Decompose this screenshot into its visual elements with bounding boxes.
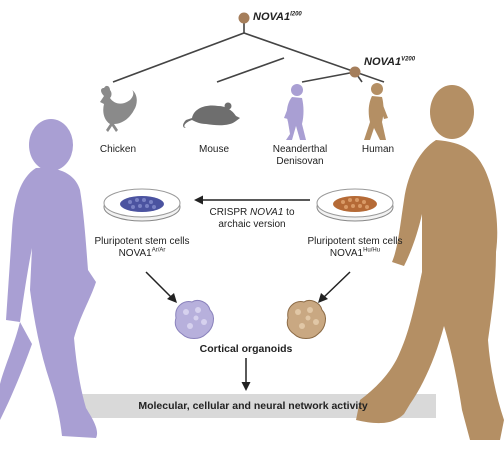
right-cells-gene: NOVA1: [329, 248, 364, 259]
branch-gene-label: NOVA1V200: [364, 56, 415, 68]
crispr-line2: archaic version: [218, 219, 286, 230]
crispr-gene: NOVA1: [250, 207, 284, 218]
human-figure-icon: [364, 83, 388, 140]
branch-gene-name: NOVA1: [364, 56, 402, 68]
petri-dish-icon: [316, 188, 394, 222]
right-cells-allele: Hu/Hu: [363, 247, 381, 254]
arrow-icon: [194, 195, 310, 205]
crispr-label: CRISPR NOVA1 to archaic version: [209, 207, 294, 231]
organoids-label: Cortical organoids: [199, 343, 293, 355]
archaic-human-silhouette: [0, 119, 98, 438]
phylogenetic-tree: [112, 18, 385, 83]
arrow-icon: [318, 271, 351, 303]
mouse-icon: [183, 102, 240, 128]
left-cells-label: Pluripotent stem cells NOVA1Ar/Ar: [94, 236, 189, 260]
left-cells-gene: NOVA1: [118, 248, 152, 259]
organoid-icon: [174, 299, 214, 339]
crispr-prefix: CRISPR: [209, 207, 251, 218]
right-cells-label: Pluripotent stem cells NOVA1Hu/Hu: [307, 236, 402, 260]
species-label-chicken: Chicken: [99, 144, 137, 155]
root-variant: I200: [290, 11, 302, 18]
root-gene-label: NOVA1I200: [253, 11, 302, 23]
species-label-mouse: Mouse: [198, 144, 230, 155]
root-gene-name: NOVA1: [253, 11, 291, 23]
arrow-icon: [145, 271, 177, 303]
species-label-human: Human: [361, 144, 395, 155]
crispr-suffix: to: [283, 207, 295, 218]
neanderthal-figure-icon: [284, 84, 306, 140]
root-node: [238, 12, 250, 24]
modern-human-silhouette: [356, 85, 504, 440]
organoid-icon: [286, 299, 326, 339]
branch-node: [349, 66, 361, 78]
species-label-neanderthal: Neanderthal Denisovan: [272, 144, 328, 167]
left-cells-allele: Ar/Ar: [151, 247, 166, 254]
branch-variant: V200: [401, 56, 416, 63]
right-cells-title: Pluripotent stem cells: [307, 236, 403, 247]
left-cells-title: Pluripotent stem cells: [94, 236, 190, 247]
petri-dish-icon: [103, 188, 181, 222]
activity-label: Molecular, cellular and neural network a…: [138, 400, 368, 412]
chicken-icon: [100, 85, 137, 132]
arrow-icon: [241, 358, 251, 391]
